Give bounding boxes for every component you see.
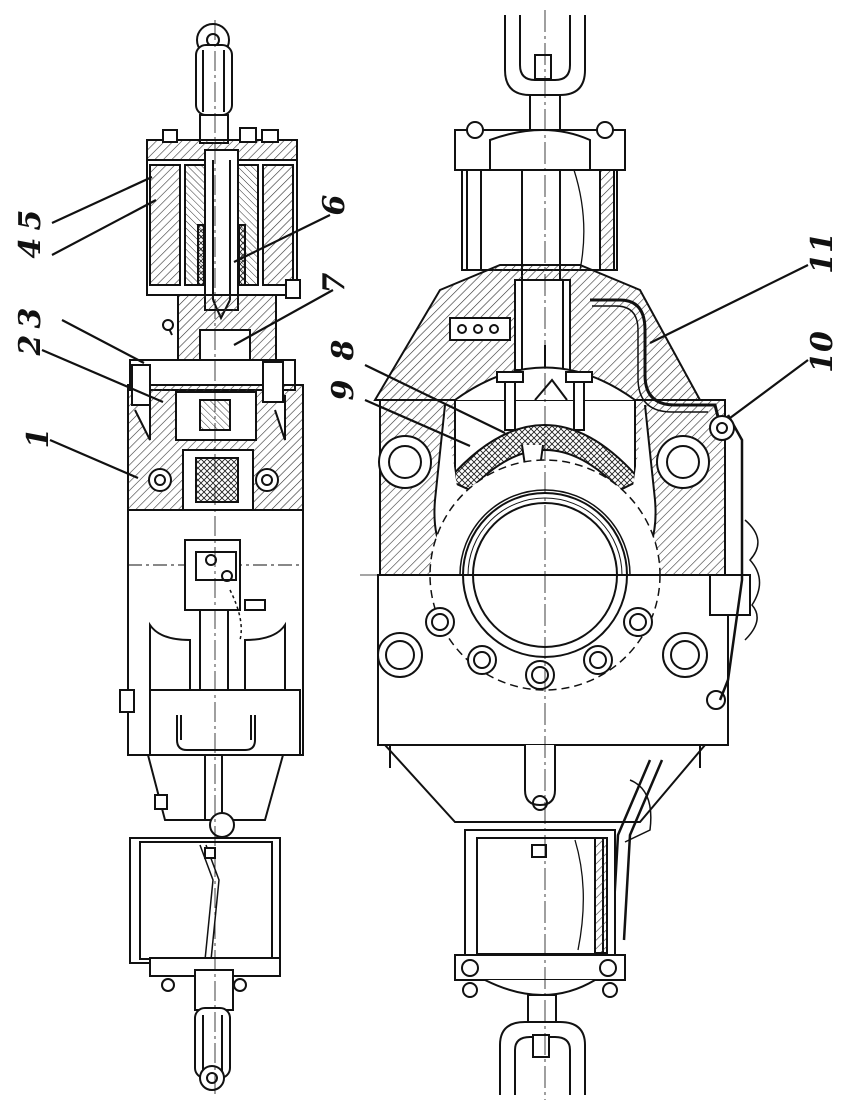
leader-line-2 — [41, 348, 164, 404]
left-top-cylinder — [146, 127, 301, 321]
callout-10: 10 — [805, 331, 840, 373]
callout-6: 6 — [317, 194, 352, 215]
leader-line-4 — [51, 199, 157, 256]
leader-line-6 — [233, 214, 331, 263]
leader-line-9 — [364, 398, 471, 448]
right-bottom-clevis — [499, 994, 586, 1095]
callout-4: 4 — [13, 238, 48, 259]
leader-line-5 — [51, 176, 153, 224]
leader-line-1 — [49, 438, 139, 480]
callout-9: 9 — [326, 379, 361, 400]
left-lower-cylinder — [129, 754, 285, 1011]
leader-line-10 — [729, 359, 809, 419]
leader-lines — [41, 176, 809, 480]
callout-labels: 1 2 3 4 5 6 7 8 9 10 11 — [13, 194, 840, 448]
callout-11: 11 — [805, 232, 840, 274]
callout-2: 2 — [13, 335, 48, 357]
left-bottom-clevis — [194, 1007, 231, 1091]
leader-line-11 — [649, 264, 809, 344]
leader-line-7 — [233, 289, 334, 346]
left-main-body — [119, 509, 304, 756]
leader-line-8 — [364, 364, 506, 434]
left-mid-body — [127, 294, 304, 511]
callout-1: 1 — [21, 428, 56, 449]
right-top-cylinder — [454, 121, 626, 380]
callout-5: 5 — [13, 210, 48, 231]
callout-3: 3 — [13, 308, 48, 329]
right-oil-pipe — [590, 298, 735, 441]
right-front-view — [360, 10, 761, 1100]
left-top-clevis — [195, 23, 233, 144]
callout-8: 8 — [326, 339, 361, 361]
right-lower-cylinder — [454, 829, 626, 998]
callout-7: 7 — [317, 272, 352, 293]
leader-line-3 — [61, 319, 145, 364]
left-side-view — [119, 20, 304, 1095]
